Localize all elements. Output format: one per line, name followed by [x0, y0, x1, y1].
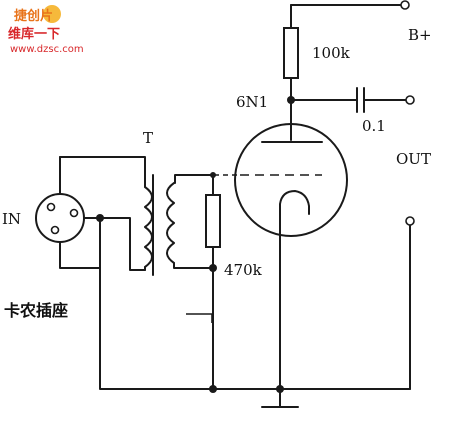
- watermark-logo: [43, 5, 61, 23]
- out-terminal-top: [405, 95, 415, 105]
- transformer-secondary: [166, 182, 175, 264]
- common-return-wire: [99, 217, 214, 390]
- watermark: 捷创片 维库一下 www.dzsc.com: [8, 5, 84, 55]
- xlr-pin-2: [69, 208, 79, 218]
- tube-label: 6N1: [236, 93, 268, 111]
- transformer-primary: [144, 186, 153, 268]
- secondary-top-wire: [174, 174, 214, 184]
- out-terminal-bottom: [405, 216, 415, 226]
- secondary-bottom-wire: [173, 262, 214, 269]
- socket-label: 卡农插座: [4, 301, 68, 320]
- socket-to-primary-top-wire: [59, 156, 146, 179]
- xlr-pin-1: [46, 202, 56, 212]
- plate-resistor: [283, 27, 299, 79]
- watermark-url: www.dzsc.com: [10, 44, 84, 55]
- grid-resistor-node: [209, 264, 217, 272]
- watermark-line1: 捷创片: [14, 8, 53, 24]
- grid-resistor-label: 470k: [224, 261, 263, 279]
- ground-node-left: [209, 385, 217, 393]
- tube-envelope: [234, 123, 348, 237]
- transformer-label: T: [143, 129, 153, 147]
- xlr-socket: [35, 193, 85, 243]
- input-label: IN: [2, 210, 21, 228]
- grid-resistor: [205, 194, 221, 248]
- tube-cathode: [279, 190, 310, 227]
- out-label: OUT: [396, 150, 431, 168]
- xlr-pin-3: [50, 225, 60, 235]
- b-plus-label: B+: [408, 26, 432, 44]
- watermark-line2: 维库一下: [8, 26, 60, 42]
- stray-mark: [186, 313, 213, 323]
- b-plus-terminal: [400, 0, 410, 10]
- cap-label: 0.1: [362, 117, 386, 135]
- socket-to-primary-bottom-wire: [99, 217, 146, 271]
- plate-resistor-label: 100k: [312, 44, 351, 62]
- socket-bottom-lead: [59, 241, 101, 269]
